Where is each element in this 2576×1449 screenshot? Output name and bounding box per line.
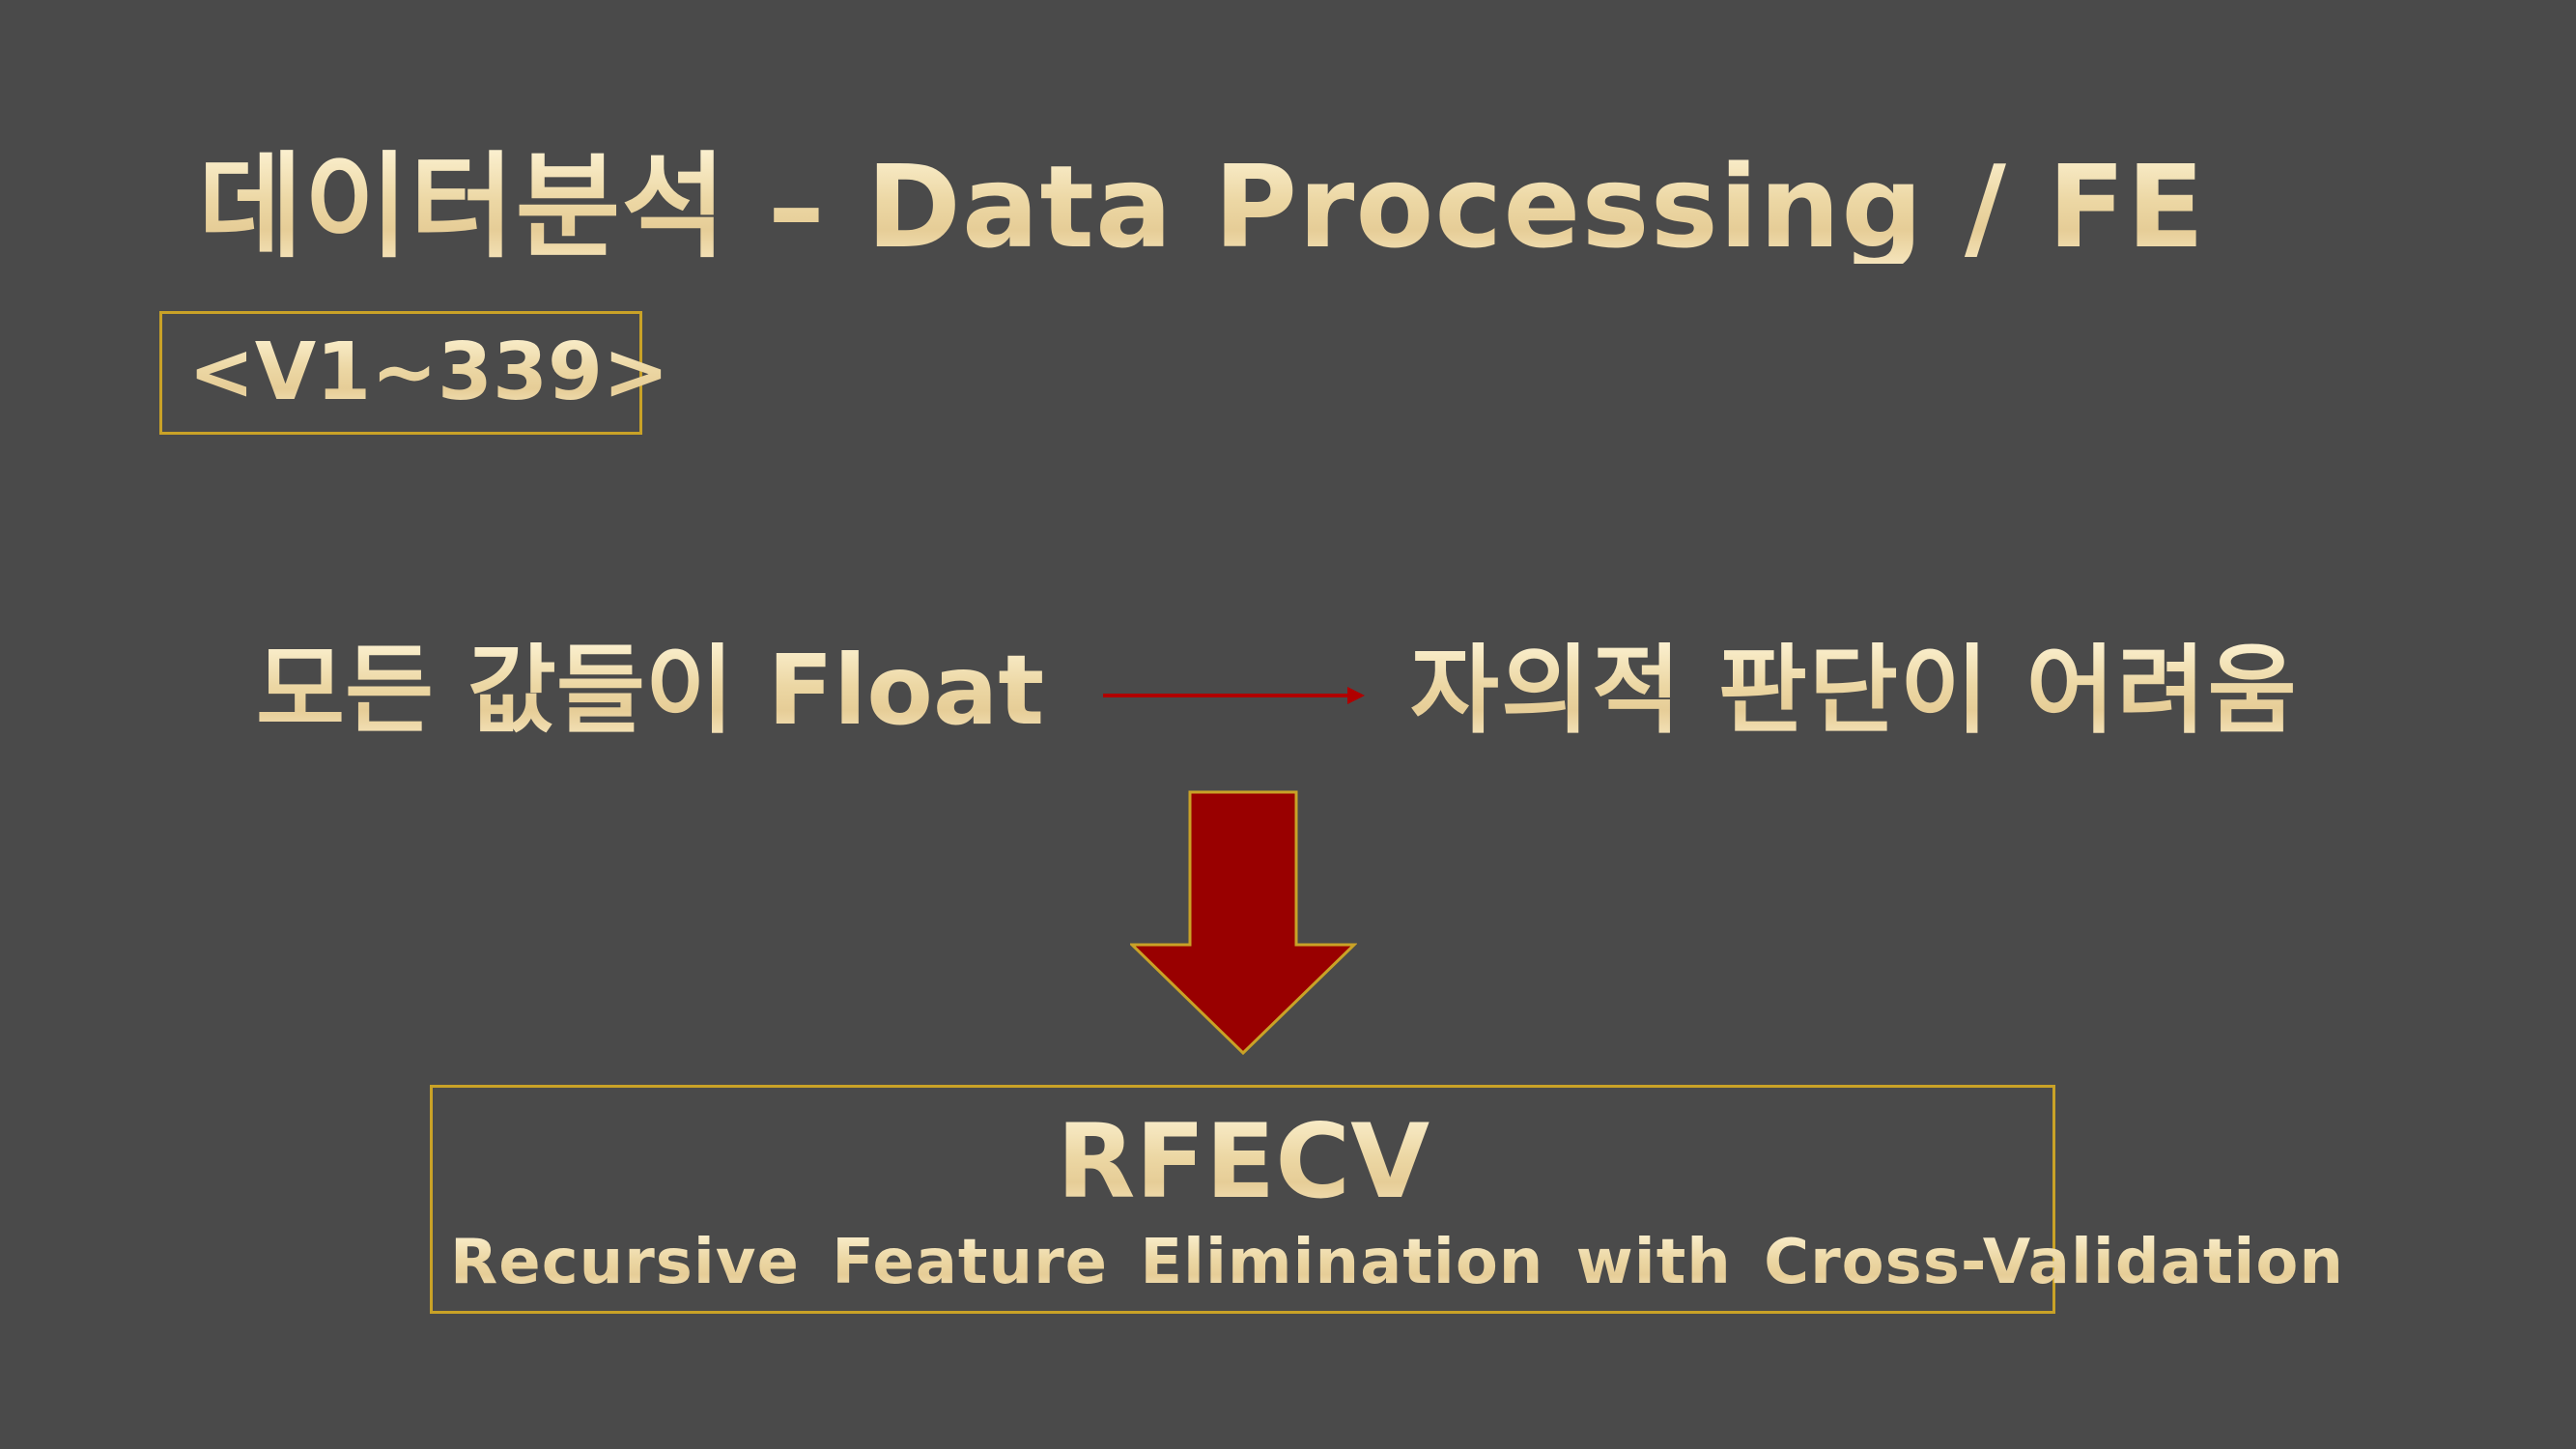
tag-label: <V1~339>	[188, 327, 669, 418]
result-box	[430, 1085, 2055, 1314]
slide-title: 데이터분석 – Data Processing / FE	[198, 140, 2206, 273]
result-subtitle: Recursive Feature Elimination with Cross…	[450, 1227, 2344, 1298]
result-title: RFECV	[0, 1111, 2486, 1213]
right-statement: 자의적 판단이 어려움	[1410, 634, 2299, 747]
right-arrow-icon	[1103, 687, 1365, 704]
tag-box	[159, 311, 642, 435]
left-statement: 모든 값들이 Float	[256, 634, 1045, 747]
down-arrow-icon	[1130, 790, 1357, 1056]
